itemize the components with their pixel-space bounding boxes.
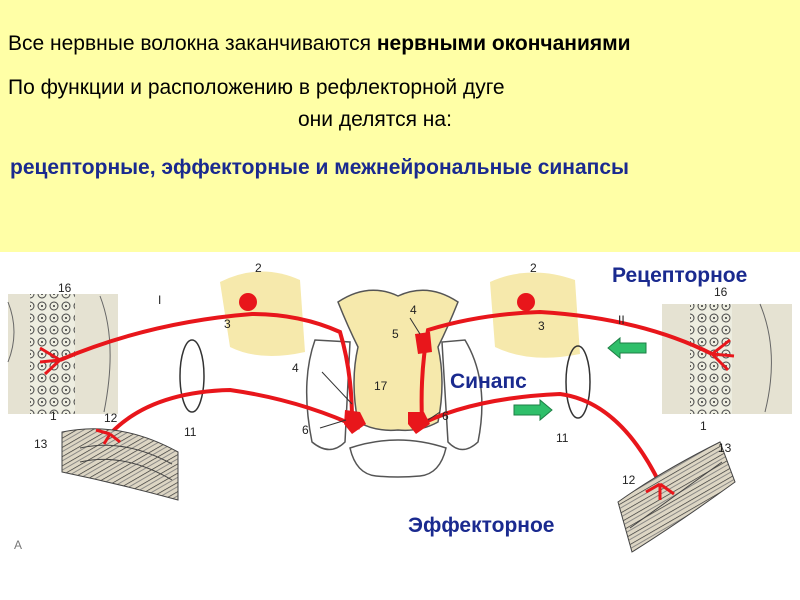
left-sensory-neuron [239, 293, 257, 311]
synapse-label: Синапс [450, 370, 527, 393]
fig-num-4-left: 4 [292, 361, 299, 375]
right-sensory-neuron [517, 293, 535, 311]
left-interneuron [344, 410, 366, 434]
fig-num-5: 5 [392, 327, 399, 341]
figure-numbers: 16 2 3 I 4 5 17 6 1 12 13 11 2 3 4 16 II… [34, 261, 732, 487]
fig-num-2-left: 2 [255, 261, 262, 275]
right-muscle-fibers [617, 441, 736, 553]
fig-num-16-left: 16 [58, 281, 72, 295]
fig-num-1-left: 1 [50, 409, 57, 423]
fig-num-I: I [158, 293, 161, 307]
right-effector-terminal [645, 482, 675, 500]
left-receptor-terminal [39, 346, 62, 376]
right-afferent-fiber [419, 309, 713, 421]
left-receptor-tissue [7, 294, 118, 414]
right-receptor-tissue [662, 303, 792, 414]
heading-line-2b: они делятся на: [298, 108, 452, 131]
left-afferent-fiber [59, 311, 354, 421]
right-efferent-fiber [414, 391, 662, 485]
fig-num-13-right: 13 [718, 441, 732, 455]
left-efferent-fiber [108, 387, 361, 436]
effector-label: Эффекторное [408, 514, 555, 537]
right-receptor-terminal [710, 338, 735, 372]
receptor-label: Рецепторное [612, 264, 748, 287]
fig-num-6-right: 6 [442, 409, 449, 423]
fig-num-2-right: 2 [530, 261, 537, 275]
fig-num-4-right: 4 [410, 303, 417, 317]
left-muscle-fibers [61, 428, 179, 501]
fig-num-1-right: 1 [700, 419, 707, 433]
heading-line-1-emphasis: нервными окончаниями [376, 32, 631, 55]
right-interneuron [408, 412, 430, 434]
fig-num-3-right: 3 [538, 319, 545, 333]
left-nerve-ring [179, 339, 205, 413]
fig-num-11-right: 11 [556, 431, 569, 445]
fig-num-11-left: 11 [184, 425, 197, 439]
reflex-arc-figure: 16 2 3 I 4 5 17 6 1 12 13 11 2 3 4 16 II… [0, 252, 800, 600]
receptor-arrow-icon [607, 336, 647, 360]
effector-arrow-icon [513, 398, 553, 422]
fig-num-II: II [618, 313, 625, 327]
right-nerve-ring [565, 345, 591, 419]
heading-line-1-prefix: Все нервные волокна заканчиваются [8, 32, 377, 55]
heading-line-2a: По функции и расположению в рефлекторной… [8, 76, 505, 99]
fig-num-12-right: 12 [622, 473, 636, 487]
fig-num-16-right: 16 [714, 285, 728, 299]
fig-num-12-left: 12 [104, 411, 118, 425]
fig-num-13-left: 13 [34, 437, 48, 451]
fig-num-3-left: 3 [224, 317, 231, 331]
panel-a-label: A [14, 538, 23, 552]
central-synapse-node [415, 332, 432, 354]
heading-line-3: рецепторные, эффекторные и межнейрональн… [10, 156, 629, 179]
reflex-arc-diagram: 16 2 3 I 4 5 17 6 1 12 13 11 2 3 4 16 II… [7, 261, 792, 553]
fig-num-17: 17 [374, 379, 388, 393]
left-effector-terminal [95, 428, 121, 445]
leader-lines [319, 317, 441, 429]
heading-line-1: Все нервные волокна заканчиваются нервны… [8, 32, 631, 56]
fig-num-6-left: 6 [302, 423, 309, 437]
right-spinal-ganglion [490, 272, 580, 358]
